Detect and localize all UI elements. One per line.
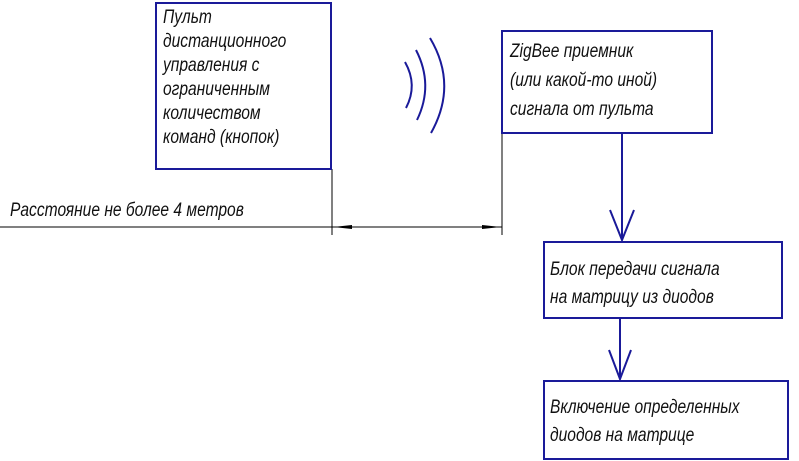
- text-line: дистанционного: [163, 31, 287, 52]
- transmitter-block: [543, 241, 783, 319]
- matrix-text: Включение определенных диодов на матрице: [550, 394, 740, 450]
- text-line: Включение определенных: [550, 397, 740, 418]
- distance-label: Расстояние не более 4 метров: [10, 200, 244, 221]
- arrow-transmitter-to-matrix: [608, 318, 632, 382]
- text-line: Пульт: [163, 7, 212, 28]
- remote-control-text: Пульт дистанционного управления с ограни…: [163, 6, 286, 150]
- dimension-arrow-left: [333, 225, 352, 229]
- receiver-text: ZigBee приемник (или какой-то иной) сигн…: [510, 37, 657, 124]
- text-line: ограниченным: [163, 79, 270, 100]
- text-line: на матрицу из диодов: [550, 287, 714, 308]
- text-line: ZigBee приемник: [510, 41, 634, 62]
- wireless-signal-icon: [404, 37, 446, 134]
- text-line: (или какой-то иной): [510, 70, 658, 91]
- text-line: управления с: [163, 55, 260, 76]
- text-line: команд (кнопок): [163, 127, 280, 148]
- receiver-block: [501, 30, 713, 134]
- text-line: диодов на матрице: [550, 425, 695, 446]
- text-line: количеством: [163, 103, 261, 124]
- dimension-arrow-right: [482, 225, 501, 229]
- text-line: Блок передачи сигнала: [550, 259, 720, 280]
- remote-control-block: [155, 2, 332, 170]
- matrix-block: [543, 380, 789, 460]
- text-line: сигнала от пульта: [510, 99, 654, 120]
- transmitter-text: Блок передачи сигнала на матрицу из диод…: [550, 256, 720, 312]
- arrow-receiver-to-transmitter: [609, 133, 635, 243]
